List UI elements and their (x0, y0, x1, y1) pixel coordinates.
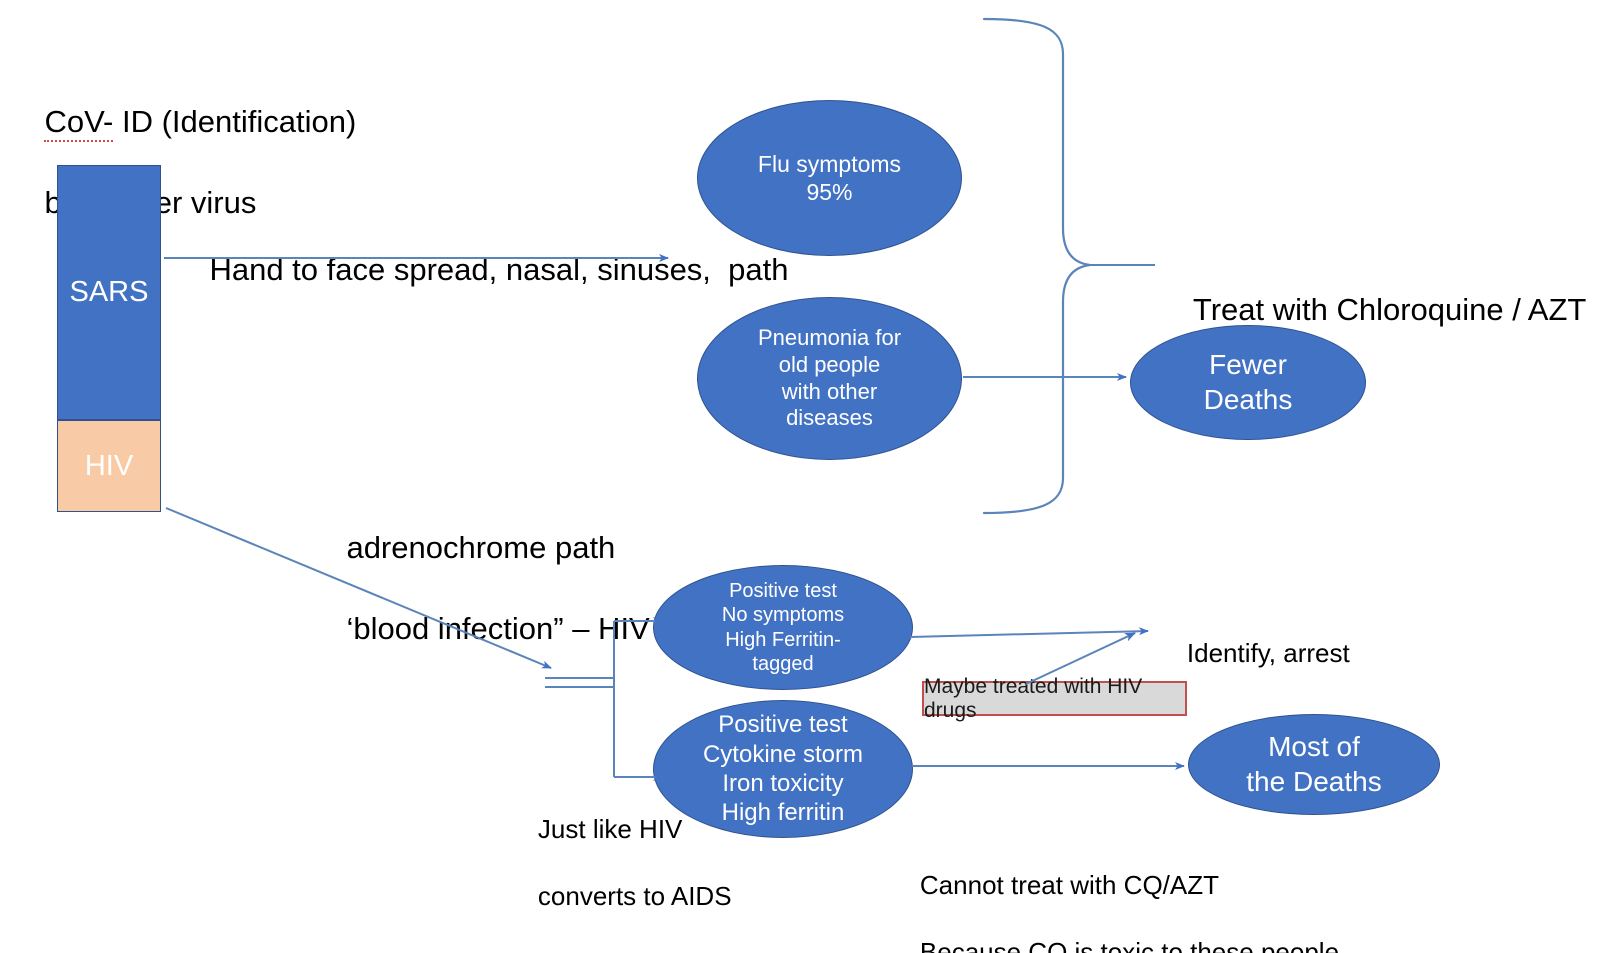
node-positive-no-symptoms-line2: No symptoms (721, 604, 845, 627)
node-positive-no-symptoms-line4: tagged (752, 652, 814, 675)
node-most-deaths-line2: the Deaths (1246, 765, 1382, 797)
node-positive-cytokine-line1: Positive test (718, 711, 848, 739)
callout-maybe-hiv-drugs-text: Maybe treated with HIV drugs (924, 674, 1143, 722)
outcome-identify-arrest-text: Identify, arrest (1186, 637, 1350, 668)
page-title-underlined-part: CoV- (44, 104, 114, 143)
node-positive-no-symptoms-line1: Positive test (729, 579, 837, 602)
edge-note-aids-line1: Just like HIV (537, 813, 683, 844)
edge-label-adrenochrome: adrenochrome path ‘blood infection” – HI… (312, 488, 705, 689)
node-most-deaths-line1: Most of (1268, 731, 1360, 763)
edge-label-transmission: Hand to face spread, nasal, sinuses, pat… (175, 210, 788, 331)
bar-segment-hiv[interactable]: HIV (57, 420, 161, 512)
edge-label-adrenochrome-line1: adrenochrome path (346, 530, 616, 566)
page-title-rest: ID (Identification) (113, 104, 357, 140)
node-fewer-deaths-line1: Fewer (1209, 349, 1287, 381)
bar-segment-hiv-label: HIV (84, 449, 134, 482)
brace-treatment-group (982, 17, 1092, 515)
edge-label-adrenochrome-line2: ‘blood infection” – HIV like (346, 610, 705, 646)
node-positive-no-symptoms[interactable]: Positive test No symptoms High Ferritin-… (653, 565, 913, 690)
node-pneumonia[interactable]: Pneumonia for old people with other dise… (697, 297, 962, 460)
node-positive-cytokine-line4: High ferritin (721, 799, 845, 827)
node-positive-cytokine-line2: Cytokine storm (702, 740, 864, 768)
node-positive-no-symptoms-line3: High Ferritin- (725, 628, 841, 651)
footnote-block: Cannot treat with CQ/AZT Because CQ is t… (891, 835, 1576, 953)
node-pneumonia-line2: old people (778, 351, 881, 377)
node-positive-cytokine-line3: Iron toxicity (722, 770, 844, 797)
node-positive-cytokine-storm[interactable]: Positive test Cytokine storm Iron toxici… (653, 700, 913, 838)
node-flu-symptoms-line2: 95% (806, 179, 853, 205)
node-pneumonia-line1: Pneumonia for (757, 324, 902, 350)
node-most-of-the-deaths[interactable]: Most of the Deaths (1188, 714, 1440, 815)
edge-note-aids: Just like HIV converts to AIDS (509, 779, 732, 948)
node-flu-symptoms[interactable]: Flu symptoms 95% (697, 100, 962, 256)
bar-segment-sars-label: SARS (69, 276, 149, 308)
node-flu-symptoms-line1: Flu symptoms (757, 150, 902, 177)
bar-segment-sars[interactable]: SARS (57, 165, 161, 420)
node-pneumonia-line4: diseases (786, 405, 873, 431)
outcome-treat-chloroquine: Treat with Chloroquine / AZT (1159, 250, 1586, 371)
node-fewer-deaths-line2: Deaths (1203, 383, 1293, 415)
node-pneumonia-line3: with other (781, 378, 878, 404)
footnote-line2: Because CQ is toxic to these people (919, 937, 1340, 953)
edge-label-transmission-text: Hand to face spread, nasal, sinuses, pat… (209, 252, 789, 288)
node-fewer-deaths[interactable]: Fewer Deaths (1130, 325, 1366, 440)
arrow-to-identify-arrest (909, 627, 1149, 638)
footnote-line1: Cannot treat with CQ/AZT (919, 869, 1220, 900)
callout-maybe-hiv-drugs[interactable]: Maybe treated with HIV drugs (922, 675, 1187, 722)
outcome-identify-arrest: Identify, arrest (1158, 603, 1350, 704)
edge-note-aids-line2: converts to AIDS (537, 881, 732, 912)
outcome-treat-chloroquine-text: Treat with Chloroquine / AZT (1192, 292, 1587, 328)
